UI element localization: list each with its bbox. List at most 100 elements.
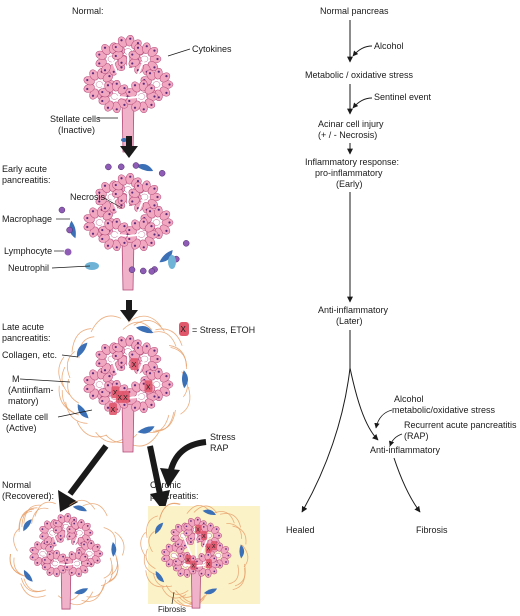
neutrophil-label: Neutrophil — [8, 263, 49, 273]
cell-nucleus — [157, 208, 160, 211]
immune-cell — [158, 170, 166, 177]
stellate-inactive-label-1: Stellate cells — [50, 114, 101, 124]
cell-nucleus — [123, 225, 126, 228]
cell-nucleus — [84, 555, 87, 558]
cell-nucleus — [86, 87, 89, 91]
stellate-active-label-2: (Active) — [6, 423, 37, 433]
cell-nucleus — [86, 225, 89, 229]
cell-nucleus — [209, 524, 212, 527]
cell-nucleus — [120, 361, 123, 364]
cell-nucleus — [41, 535, 44, 538]
cell-nucleus — [66, 566, 68, 569]
cell-nucleus — [128, 90, 131, 94]
stress-marker-symbol: X — [117, 395, 122, 402]
stellate-cell — [181, 370, 188, 389]
stress-marker-symbol: X — [191, 564, 195, 570]
chronic-fibrosis-label: Fibrosis — [158, 605, 186, 614]
intralobular-duct — [127, 233, 142, 237]
cell-nucleus — [156, 195, 159, 199]
cell-nucleus — [153, 233, 156, 236]
acinar-cell — [211, 526, 220, 535]
cell-nucleus — [136, 180, 140, 183]
cell-nucleus — [120, 39, 123, 42]
cell-nucleus — [165, 75, 168, 78]
cell-nucleus — [128, 237, 131, 241]
stress-marker — [109, 402, 118, 415]
down-arrow-1 — [120, 136, 138, 158]
cell-nucleus — [200, 555, 203, 557]
cell-nucleus — [150, 225, 153, 228]
stress-marker — [205, 558, 212, 569]
cell-nucleus — [172, 538, 175, 540]
cell-nucleus — [101, 90, 104, 94]
acinar-cell — [144, 222, 156, 233]
stress-marker-symbol: X — [110, 407, 115, 414]
stress-marker — [210, 540, 218, 551]
immune-cell — [66, 226, 73, 234]
recovered-acinus — [9, 499, 125, 610]
flow-diagram: Normal pancreas Alcohol Metabolic / oxid… — [286, 6, 517, 535]
cell-nucleus — [86, 216, 89, 220]
collagen-fiber — [155, 410, 176, 431]
collagen-fiber — [86, 579, 107, 598]
collagen-fiber — [81, 584, 105, 602]
cell-nucleus — [123, 387, 126, 390]
cell-nucleus — [91, 210, 95, 213]
cell-nucleus — [114, 354, 117, 358]
cell-nucleus — [145, 345, 148, 348]
cell-nucleus — [136, 42, 140, 45]
collagen-fiber — [186, 505, 210, 514]
collagen-fiber — [226, 522, 243, 539]
recovered-title-2: (Recovered): — [2, 491, 54, 501]
cell-nucleus — [157, 70, 160, 73]
stellate-cell — [77, 403, 89, 419]
collagen-fiber — [140, 531, 146, 557]
cell-nucleus — [150, 403, 153, 406]
cell-nucleus — [172, 531, 175, 534]
stress-marker-symbol: X — [207, 562, 211, 568]
immune-cell — [58, 206, 66, 214]
cell-nucleus — [153, 204, 156, 207]
cell-nucleus — [133, 244, 137, 247]
cell-nucleus — [66, 558, 68, 561]
collagen-fiber — [23, 578, 47, 592]
cell-nucleus — [62, 569, 64, 572]
cell-nucleus — [106, 384, 110, 387]
cell-nucleus — [207, 573, 210, 576]
cell-nucleus — [179, 555, 182, 557]
cell-nucleus — [59, 516, 62, 519]
neutrophil-cell — [85, 262, 99, 270]
node-healed: Healed — [286, 525, 315, 535]
node-acinar-1: Acinar cell injury — [318, 119, 384, 129]
neutrophil-cell — [168, 255, 176, 269]
cell-nucleus — [129, 337, 132, 340]
macrophage-label: Macrophage — [2, 214, 52, 224]
cell-nucleus — [168, 383, 171, 386]
cytokines-label: Cytokines — [192, 44, 232, 54]
cell-nucleus — [55, 552, 58, 554]
collagen-fiber — [150, 331, 177, 347]
cell-nucleus — [227, 554, 230, 557]
node-metabolic: Metabolic / oxidative stress — [305, 70, 414, 80]
cell-nucleus — [128, 99, 131, 103]
cell-nucleus — [62, 555, 64, 558]
cell-nucleus — [73, 518, 76, 521]
stress-marker — [144, 380, 153, 393]
collagen-fiber — [66, 351, 75, 379]
cell-nucleus — [136, 342, 140, 345]
stress-marker — [185, 554, 192, 565]
cell-nucleus — [165, 213, 168, 216]
cell-nucleus — [70, 571, 73, 574]
stress-marker-symbol: X — [196, 528, 200, 534]
collagen-fiber — [146, 515, 158, 538]
cell-nucleus — [98, 353, 101, 356]
cell-nucleus — [86, 78, 89, 82]
collagen-fiber — [108, 558, 119, 582]
collagen-fiber — [234, 563, 246, 587]
cell-nucleus — [213, 557, 216, 560]
cell-nucleus — [168, 83, 171, 86]
cell-nucleus — [177, 543, 179, 546]
cell-nucleus — [163, 558, 166, 560]
cell-nucleus — [91, 232, 95, 235]
intralobular-duct — [65, 562, 78, 566]
